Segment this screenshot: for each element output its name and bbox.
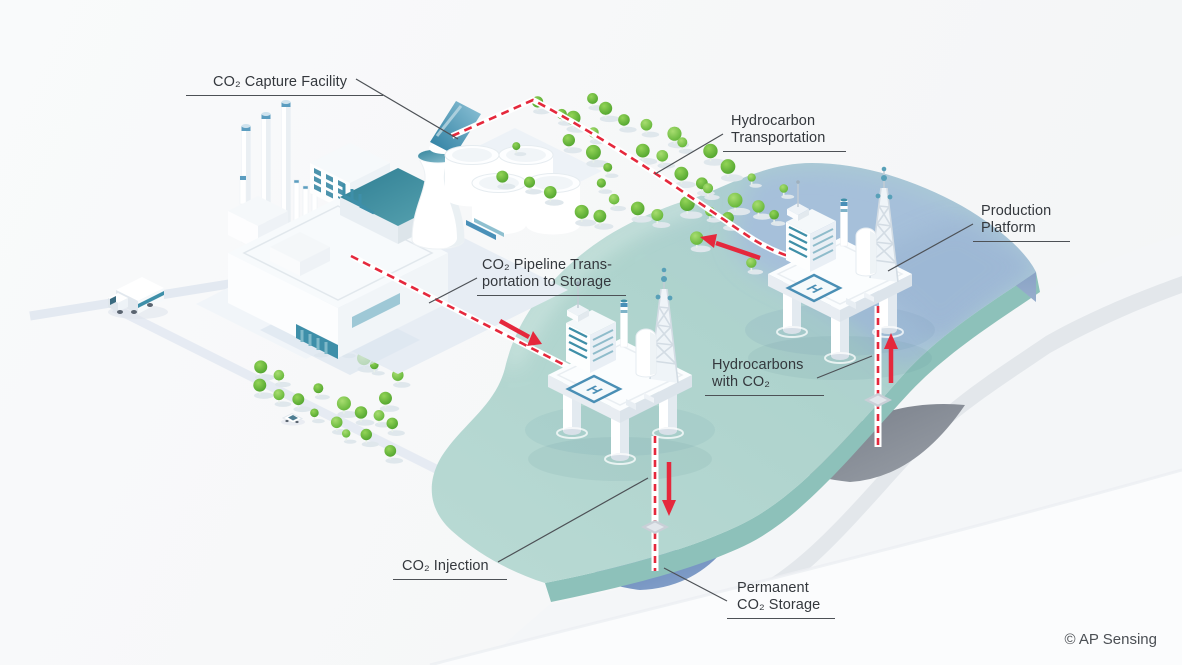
tree [667,126,682,141]
tree [593,209,607,223]
copyright-text: © AP Sensing [1064,631,1157,648]
tree [608,193,620,205]
leader-co2-injection [497,477,649,563]
tree [273,389,285,401]
tree [585,144,601,160]
capture-facility-text: CO₂ Capture Facility [213,74,348,90]
leader-hydrocarbon-transportation [654,133,724,175]
co2-pipeline-text: CO₂ Pipeline Trans- portation to Storage [482,257,613,290]
tree [341,429,351,438]
tree [384,444,397,457]
tree [512,142,521,151]
permanent-storage-label: Permanent CO₂ Storage [727,563,835,619]
tree [543,185,557,199]
tree [587,93,598,104]
tree [496,170,509,183]
co2-injection-well [641,436,669,571]
hydrocarbon-transportation-text: Hydrocarbon Transportation [731,113,826,146]
hydrocarbon-transportation-label: Hydrocarbon Transportation [723,96,846,152]
tree [562,133,575,147]
tree [752,200,765,213]
tree [330,416,343,429]
tree [599,101,613,115]
tree [635,143,650,158]
production-platform-text: Production Platform [981,203,1052,236]
tree [703,143,718,159]
storage-tanks [444,145,581,240]
copyright-credit: © AP Sensing [1017,631,1157,648]
co2-injection-label: CO₂ Injection [393,541,507,580]
production-platform-label: Production Platform [973,186,1070,242]
tree [656,149,669,162]
tree [354,406,368,419]
injection-down-arrow [662,462,676,516]
tree [336,396,351,411]
tree [373,410,385,421]
permanent-storage-text: Permanent CO₂ Storage [737,580,821,613]
tree [689,231,704,245]
tree [360,428,373,441]
tree [386,417,398,430]
tree [596,178,606,188]
tree [273,369,285,381]
tree [618,114,630,126]
co2-capture-facility [196,100,602,375]
leader-production-platform [887,223,974,272]
tree [727,192,743,208]
co2-flow-arrow [498,319,542,346]
tree [677,137,688,148]
tree [651,209,664,221]
tree [523,176,536,188]
co2-injection-text: CO₂ Injection [402,558,489,574]
car [281,412,305,426]
tree [720,159,736,174]
production-up-arrow [884,333,898,383]
tree [574,204,589,219]
leader-hydrocarbons-with-co2 [816,355,873,379]
tree [702,183,714,194]
tree [254,360,268,374]
tree [640,118,653,131]
leader-permanent-storage [663,567,728,602]
tree [292,393,305,406]
leader-capture-facility [355,78,459,140]
tree [769,209,779,220]
tree [379,391,392,405]
leader-co2-pipeline [428,277,478,304]
tree [630,201,645,216]
production-well [864,306,892,447]
hydrocarbon-flow-arrow [700,234,761,261]
tree [747,173,756,182]
tree [674,166,689,181]
co2-pipeline [349,253,586,378]
hydrocarbon-transport-pipeline [450,96,811,265]
co2-pipeline-label: CO₂ Pipeline Trans- portation to Storage [477,240,626,296]
tree [603,162,613,172]
leader-lines [355,78,974,602]
tree [746,257,757,268]
sea-front-face [545,272,1040,602]
flow-arrows [498,234,898,516]
capture-facility-label: CO₂ Capture Facility [186,57,383,96]
tree [310,408,319,418]
tree [313,383,324,394]
tree [779,184,789,193]
hydrocarbons-with-co2-text: Hydrocarbons with CO₂ [712,357,804,390]
truck [108,277,168,319]
tree [253,378,267,392]
hydrocarbons-with-co2-label: Hydrocarbons with CO₂ [705,340,824,396]
